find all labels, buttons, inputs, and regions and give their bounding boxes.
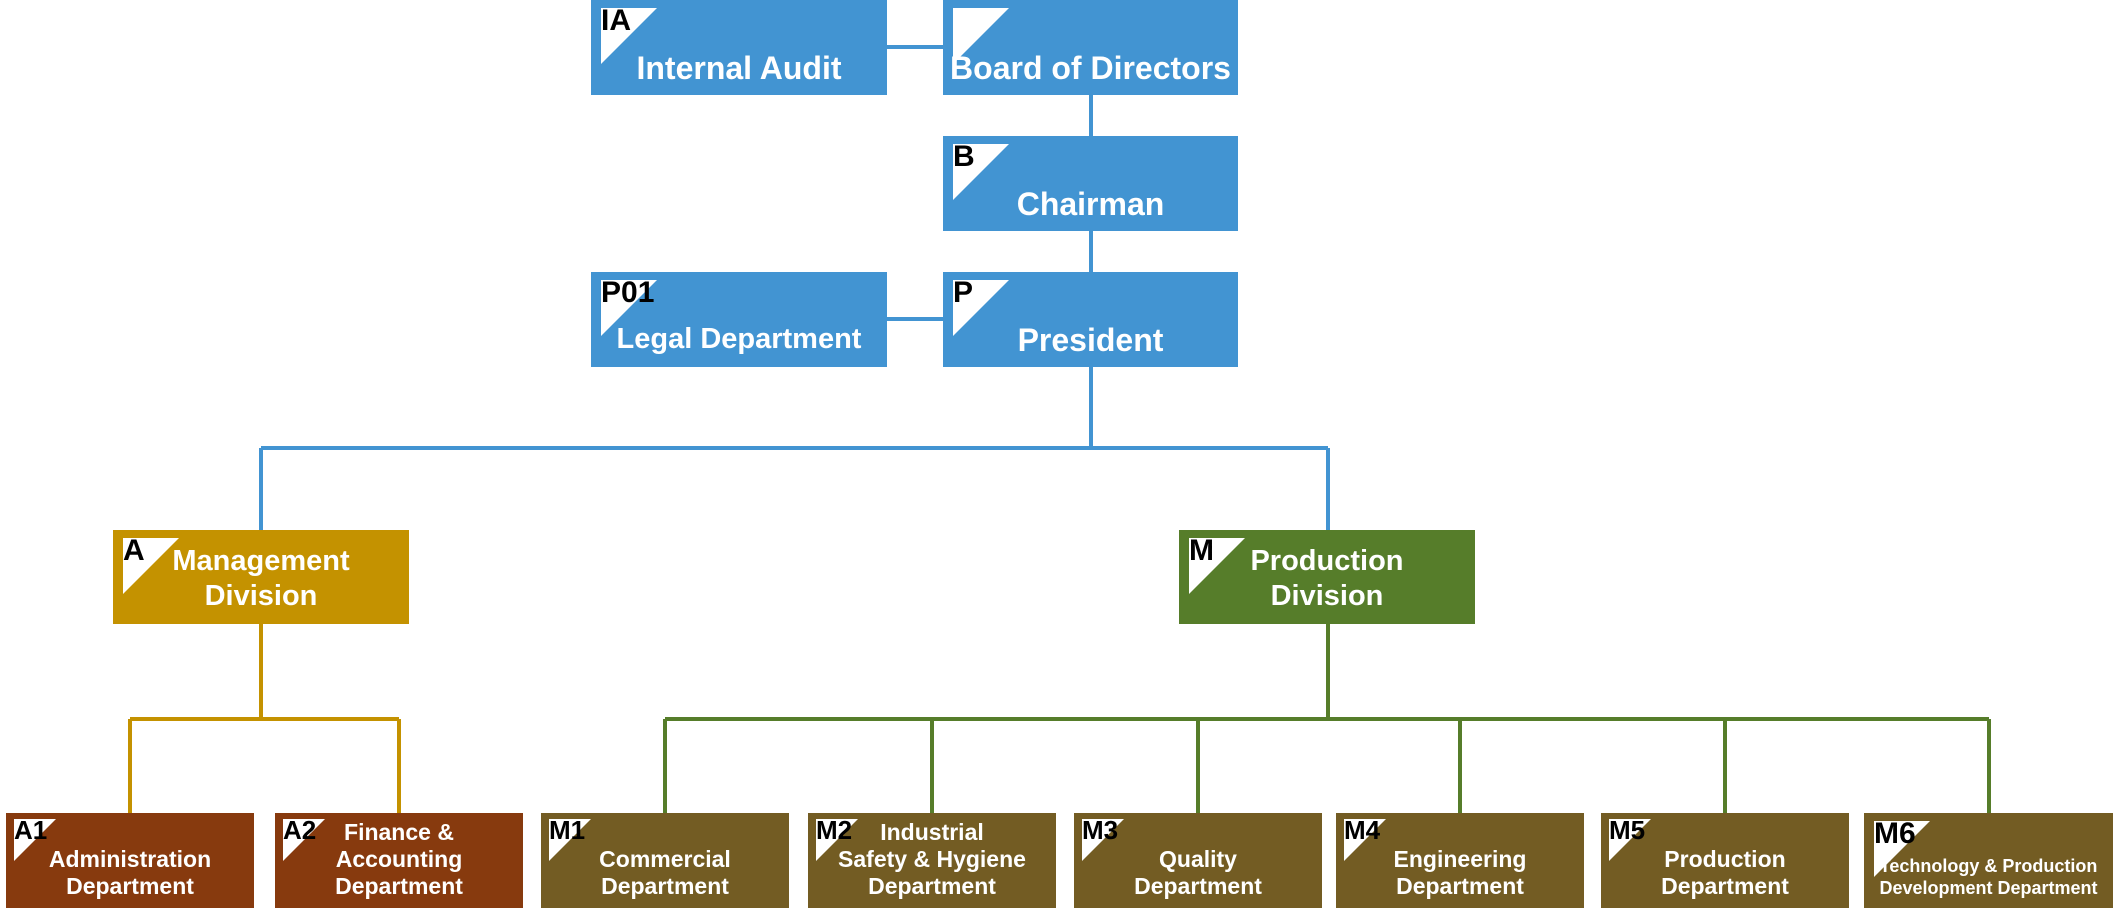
unit-name-line: Department bbox=[868, 873, 996, 899]
unit-name-line: Department bbox=[335, 873, 463, 899]
unit-name-line: Division bbox=[204, 580, 318, 612]
unit-code: A bbox=[123, 534, 145, 567]
unit-code: M6 bbox=[1874, 817, 1916, 850]
unit-name-line: Board of Directors bbox=[950, 50, 1231, 86]
unit-name-line: Department bbox=[601, 873, 729, 899]
unit-name-line: Internal Audit bbox=[636, 50, 842, 86]
unit-name-line: President bbox=[1017, 322, 1164, 358]
corner-marker-icon bbox=[549, 819, 591, 861]
unit-code: M1 bbox=[549, 815, 586, 845]
corner-marker-icon bbox=[1082, 819, 1124, 861]
unit-name: Chairman bbox=[943, 186, 1238, 222]
box-board-of-directors: Board of Directors bbox=[943, 0, 1238, 95]
unit-name-line: Division bbox=[1270, 580, 1384, 612]
corner-marker-icon bbox=[953, 144, 1009, 200]
unit-code: A1 bbox=[14, 815, 48, 845]
unit-name-line: Department bbox=[1134, 873, 1262, 899]
unit-name-line: Legal Department bbox=[616, 323, 862, 355]
corner-marker-icon bbox=[601, 8, 657, 64]
unit-name: Board of Directors bbox=[943, 50, 1238, 86]
unit-name-line: Department bbox=[66, 873, 194, 899]
corner-marker-icon bbox=[283, 819, 325, 861]
corner-marker-icon bbox=[14, 819, 56, 861]
unit-code: M4 bbox=[1344, 815, 1381, 845]
unit-code: M5 bbox=[1609, 815, 1646, 845]
unit-name-line: Administration bbox=[48, 846, 212, 872]
unit-code: P01 bbox=[601, 276, 655, 309]
unit-name: Internal Audit bbox=[591, 50, 887, 86]
corner-marker-icon bbox=[1874, 821, 1930, 877]
corner-marker-icon bbox=[1609, 819, 1651, 861]
unit-name-line: Engineering bbox=[1393, 846, 1527, 872]
unit-name-line: Technology & Production bbox=[1879, 856, 2098, 876]
unit-code: IA bbox=[601, 4, 631, 37]
unit-name: Legal Department bbox=[591, 322, 887, 357]
unit-code: M2 bbox=[816, 815, 853, 845]
corner-marker-icon bbox=[1189, 538, 1245, 594]
corner-marker-icon bbox=[953, 280, 1009, 336]
unit-name-line: Quality bbox=[1159, 846, 1237, 872]
unit-name-line: Development Department bbox=[1879, 878, 2098, 898]
corner-marker-icon bbox=[816, 819, 858, 861]
box-president: P President bbox=[943, 272, 1238, 367]
unit-name-line: Management bbox=[172, 545, 350, 577]
unit-name-line: Commercial bbox=[599, 846, 731, 872]
box-chairman: B Chairman bbox=[943, 136, 1238, 231]
unit-code: M bbox=[1189, 534, 1214, 567]
unit-name-line: Safety & Hygiene bbox=[838, 846, 1026, 872]
unit-name: President bbox=[943, 322, 1238, 358]
unit-code: B bbox=[953, 140, 975, 173]
unit-name-line: Chairman bbox=[1016, 186, 1165, 222]
corner-marker-icon bbox=[1344, 819, 1386, 861]
corner-marker-icon bbox=[601, 280, 657, 336]
unit-code: P bbox=[953, 276, 974, 309]
unit-code: A2 bbox=[283, 815, 317, 845]
unit-name-line: Production bbox=[1664, 846, 1786, 872]
unit-name-line: Department bbox=[1661, 873, 1789, 899]
unit-name-line: Industrial bbox=[880, 819, 984, 845]
unit-name-line: Production bbox=[1250, 545, 1404, 577]
unit-code: M3 bbox=[1082, 815, 1119, 845]
unit-name-line: Department bbox=[1396, 873, 1524, 899]
unit-name-line: Accounting bbox=[335, 846, 463, 872]
corner-marker-icon bbox=[953, 8, 1009, 64]
corner-marker-icon bbox=[123, 538, 179, 594]
unit-name-line: Finance & bbox=[344, 819, 454, 845]
